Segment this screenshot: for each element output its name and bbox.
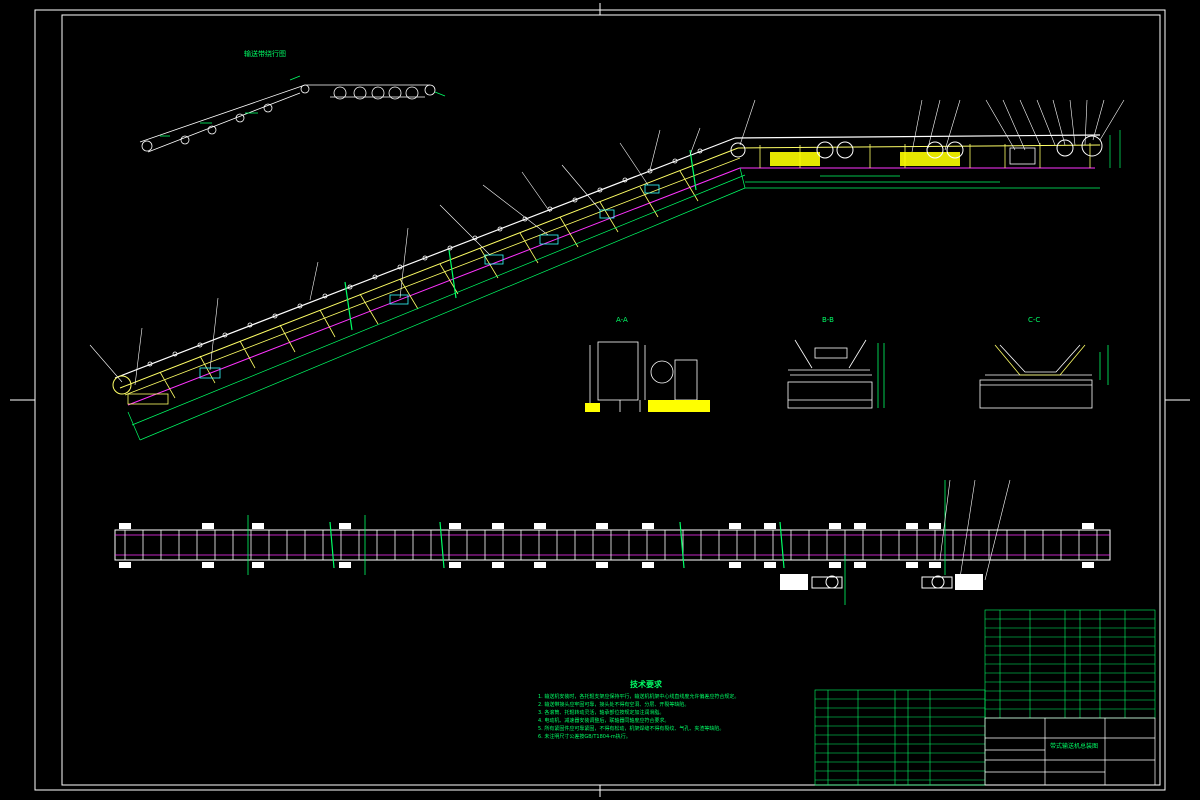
technical-notes-title: 技术要求 (630, 680, 662, 689)
title-block-title: 带式输送机总装图 (1050, 743, 1099, 750)
title-block (984, 717, 1156, 786)
technical-note-line: 2. 输送带接头应牢固可靠，接头处不得有空洞、分层、开裂等缺陷。 (538, 702, 690, 708)
dimension-lines (127, 130, 1121, 441)
section-label-c: C-C (1028, 316, 1041, 324)
technical-note-line: 3. 各滚筒、托辊转动灵活，轴承部位按规定加注润滑脂。 (538, 710, 665, 716)
technical-note-line: 1. 输送机安装时，各托辊支架应保持平行，输送机机架中心线直线度允许偏差应符合规… (538, 694, 740, 700)
section-view-c (979, 344, 1109, 409)
section-view-b (787, 339, 885, 409)
drawing-frame (10, 3, 1190, 797)
technical-note-line: 5. 所有紧固件应可靠紧固，不得有松动，机架焊缝不得有裂纹、气孔、夹渣等缺陷。 (538, 726, 725, 732)
technical-note-line: 6. 未注明尺寸公差按GB/T1804-m执行。 (538, 734, 631, 740)
belt-routing-diagram (139, 84, 436, 153)
conveyor-elevation (112, 134, 1103, 406)
section-label-b: B-B (822, 316, 834, 324)
routing-diagram-labels (160, 75, 446, 137)
leader-lines (89, 99, 1125, 386)
conveyor-plan-view (114, 479, 1111, 605)
section-label-a: A-A (616, 316, 628, 324)
technical-notes: 1. 输送机安装时，各托辊支架应保持平行，输送机机架中心线直线度允许偏差应符合规… (538, 693, 739, 741)
section-view-a (585, 341, 710, 412)
routing-diagram-title: 输送带绕行图 (244, 50, 286, 58)
technical-note-line: 4. 电动机、减速器安装调整后，联轴器同轴度应符合要求。 (538, 718, 670, 724)
